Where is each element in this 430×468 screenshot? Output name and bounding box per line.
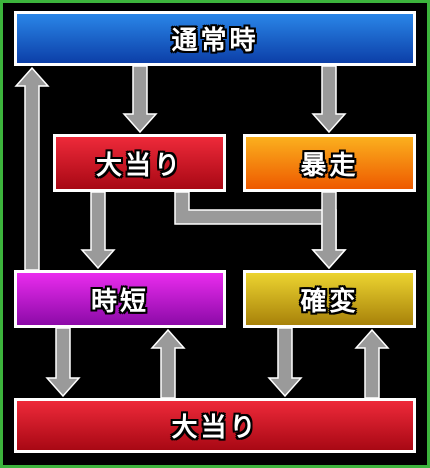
node-big-win-2-label: 大当り [171, 413, 259, 443]
arrow-kakuhen-to-big-win [267, 327, 303, 398]
node-normal-label: 通常時 [171, 26, 259, 56]
node-big-win-1: 大当り [53, 134, 226, 192]
node-jitan: 時短 [14, 270, 226, 328]
node-kakuhen-label: 確変 [300, 286, 359, 317]
node-normal: 通常時 [14, 11, 416, 66]
node-kakuhen: 確変 [243, 270, 416, 328]
arrow-normal-to-big-win [122, 65, 158, 134]
node-big-win-2: 大当り [14, 398, 416, 453]
arrow-jitan-to-normal [14, 66, 50, 271]
arrow-big-win-to-jitan-return [150, 328, 186, 399]
arrow-big-win-to-kakuhen-return [354, 328, 390, 399]
arrow-jitan-to-big-win [45, 327, 81, 398]
node-rush-label: 暴走 [300, 150, 359, 181]
node-big-win-1-label: 大当り [95, 150, 183, 181]
node-rush: 暴走 [243, 134, 416, 192]
arrow-normal-to-rush [311, 65, 347, 134]
arrow-big-win-to-jitan [80, 191, 116, 270]
node-jitan-label: 時短 [90, 286, 149, 317]
arrow-rush-to-kakuhen [311, 191, 347, 270]
